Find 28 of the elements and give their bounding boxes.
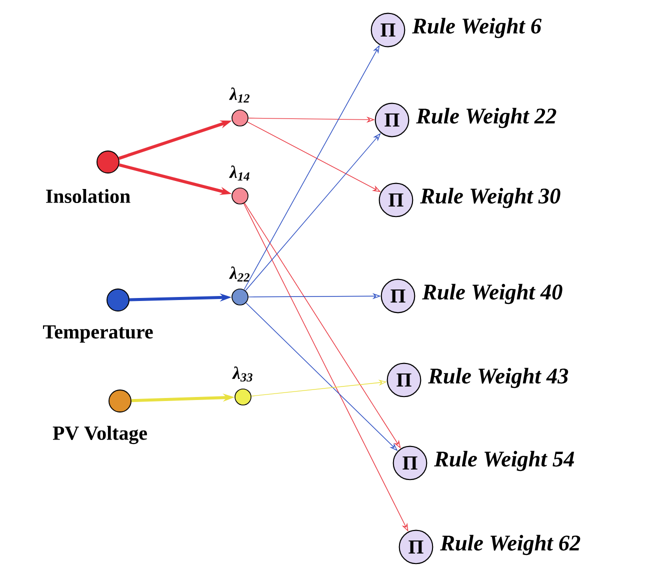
rule-node: Π Rule Weight 30 [378,182,560,218]
input-node: Temperature [43,288,153,343]
membership-node: λ$_{22}$ [229,266,250,306]
node-label: Insolation [46,188,130,204]
rule-node: Π Rule Weight 62 [398,530,580,564]
node-label: λ$_{33}$ [232,366,252,382]
rule-node: Π Rule Weight 6 [370,12,542,48]
node-label: Temperature [43,325,153,343]
node-label: Rule Weight 54 [434,450,574,472]
node-label: Rule Weight 62 [440,534,580,556]
rule-node: Π Rule Weight 54 [392,446,574,480]
node-label: λ$_{22}$ [229,266,250,282]
membership-node: λ$_{33}$ [232,366,252,406]
node-label: Rule Weight 30 [420,188,560,208]
node-label: λ$_{14}$ [229,166,250,180]
node-label: Rule Weight 43 [428,368,568,388]
rule-node: Π Rule Weight 43 [386,362,568,398]
node-label: Rule Weight 40 [422,284,562,304]
membership-node: λ$_{12}$ [229,88,250,126]
input-node: PV Voltage [52,390,147,444]
membership-node: λ$_{14}$ [229,166,250,204]
rule-node: Π Rule Weight 40 [380,278,562,314]
node-label: Rule Weight 22 [416,108,556,128]
input-node: Insolation [46,150,130,203]
node-label: λ$_{12}$ [229,88,250,102]
rule-node: Π Rule Weight 22 [374,102,556,138]
node-label: PV Voltage [52,426,147,444]
node-label: Rule Weight 6 [412,18,542,38]
